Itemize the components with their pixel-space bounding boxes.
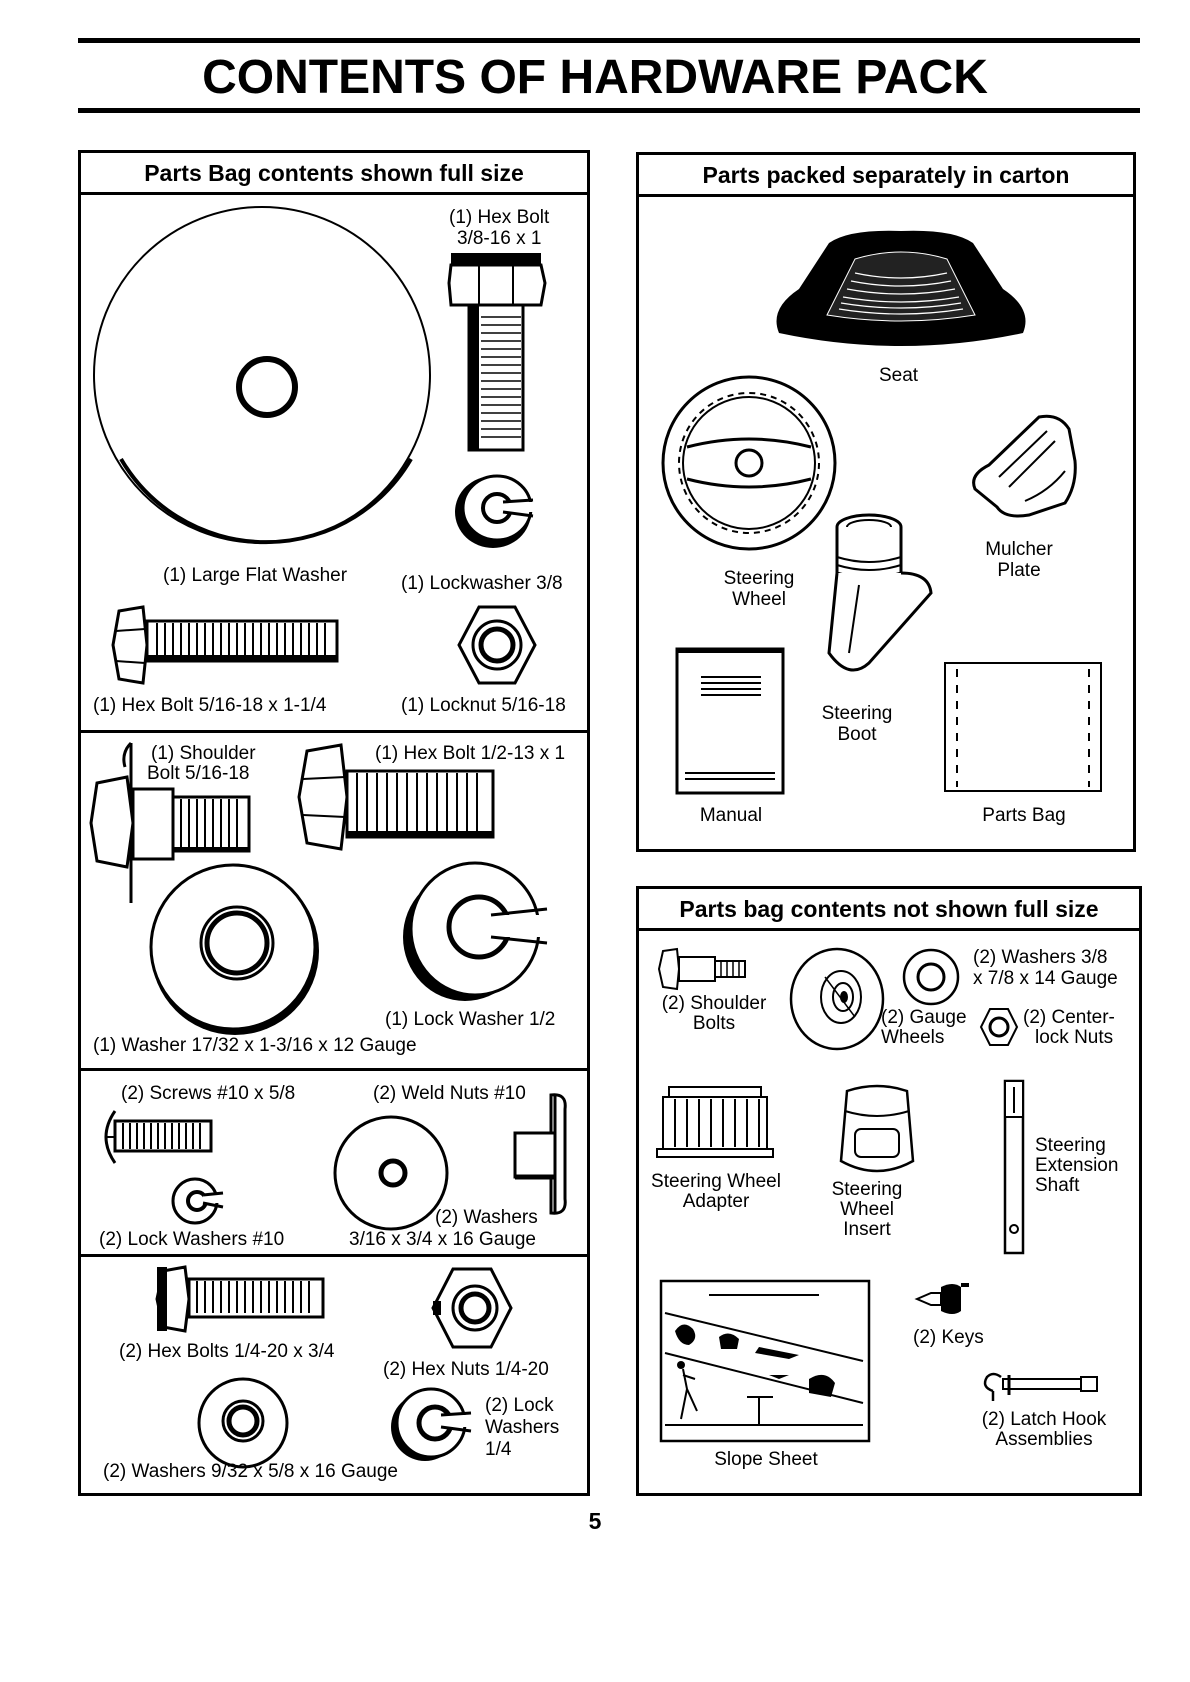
label-latch-hook-line-2: Assemblies — [995, 1429, 1093, 1450]
label-lock-washers-1-4-line-3: 1/4 — [485, 1439, 512, 1460]
label-lock-washers-10: (2) Lock Washers #10 — [99, 1229, 285, 1250]
hex-bolt-3-8-illustration — [449, 253, 549, 453]
panel-carton: Parts packed separately in carton Seat S… — [636, 152, 1136, 852]
label-lock-washers-1-4-line-1: (2) Lock — [485, 1395, 554, 1416]
label-ext-shaft-line-3: Shaft — [1035, 1175, 1080, 1196]
lockwasher-3-8-illustration — [455, 470, 541, 548]
label-center-lock-nuts-line-1: (2) Center- — [1023, 1007, 1115, 1028]
label-sw-insert-line-1: Steering — [831, 1179, 903, 1200]
label-lock-washer-1-2: (1) Lock Washer 1/2 — [385, 1009, 556, 1030]
label-washers-3-8-line-1: (2) Washers 3/8 — [973, 947, 1108, 968]
top-rule-thick — [78, 38, 1140, 43]
label-shoulder-bolts-line-1: (2) Shoulder — [661, 993, 767, 1014]
label-washers-3-16-line-1: (2) Washers — [435, 1207, 538, 1228]
label-washers-3-8-line-2: x 7/8 x 14 Gauge — [973, 968, 1118, 989]
hex-bolt-1-4-illustration — [157, 1267, 327, 1331]
label-hex-bolt-3-8: (1) Hex Bolt — [449, 207, 550, 228]
label-seat: Seat — [879, 365, 919, 386]
label-hex-bolt-3-8-size: 3/8-16 x 1 — [457, 228, 542, 249]
label-latch-hook-line-1: (2) Latch Hook — [981, 1409, 1107, 1430]
label-hex-bolts-1-4: (2) Hex Bolts 1/4-20 x 3/4 — [119, 1341, 335, 1362]
label-lock-washers-1-4-line-2: Washers — [485, 1417, 560, 1438]
label-shoulder-bolts-line-2: Bolts — [692, 1013, 736, 1034]
label-steering-boot-line-2: Boot — [837, 724, 877, 745]
page-number: 5 — [588, 1508, 602, 1534]
washer-3-8-small-illustration — [901, 947, 961, 1007]
page-title: CONTENTS OF HARDWARE PACK — [202, 51, 988, 104]
slope-sheet-illustration — [659, 1279, 873, 1445]
panel-full-size: Parts Bag contents shown full size (1) H… — [78, 150, 590, 1496]
label-hex-nuts-1-4: (2) Hex Nuts 1/4-20 — [383, 1359, 549, 1380]
locknut-5-16-illustration — [457, 605, 537, 685]
label-gauge-wheels-line-2: Wheels — [881, 1027, 945, 1048]
gauge-wheel-illustration — [789, 943, 889, 1053]
label-screws-10: (2) Screws #10 x 5/8 — [121, 1083, 296, 1104]
washer-9-32-illustration — [195, 1375, 295, 1469]
washer-3-16-illustration — [333, 1115, 453, 1231]
steering-wheel-adapter-illustration — [655, 1085, 775, 1165]
steering-extension-shaft-illustration — [1001, 1079, 1027, 1255]
label-weld-nuts-10: (2) Weld Nuts #10 — [373, 1083, 526, 1104]
panel-carton-heading: Parts packed separately in carton — [639, 155, 1133, 197]
label-lockwasher-3-8: (1) Lockwasher 3/8 — [401, 573, 563, 594]
label-center-lock-nuts-line-2: lock Nuts — [1035, 1027, 1114, 1048]
seat-illustration — [776, 230, 1026, 346]
label-large-flat-washer: (1) Large Flat Washer — [163, 565, 348, 586]
label-hex-bolt-5-16: (1) Hex Bolt 5/16-18 x 1-1/4 — [93, 695, 327, 716]
hex-bolt-1-2-illustration — [297, 745, 497, 855]
label-sw-adapter-line-2: Adapter — [682, 1191, 750, 1212]
panel-not-full-size: Parts bag contents not shown full size (… — [636, 886, 1142, 1496]
label-ext-shaft-line-2: Extension — [1035, 1155, 1119, 1176]
label-gauge-wheels-line-1: (2) Gauge — [881, 1007, 967, 1028]
label-washers-3-16-line-2: 3/16 x 3/4 x 16 Gauge — [349, 1229, 536, 1250]
panel-not-full-size-heading: Parts bag contents not shown full size — [639, 889, 1139, 931]
label-sw-insert-line-2: Wheel — [840, 1199, 894, 1220]
label-mulcher-plate-line-2: Plate — [997, 560, 1041, 581]
latch-hook-illustration — [979, 1367, 1099, 1407]
parts-bag-illustration — [943, 661, 1105, 795]
shoulder-bolt-small-illustration — [659, 949, 749, 989]
lock-washer-10-illustration — [169, 1175, 229, 1227]
label-shoulder-bolt-line-1: (1) Shoulder — [151, 743, 256, 764]
hex-bolt-5-16-illustration — [113, 607, 343, 683]
label-locknut-5-16: (1) Locknut 5/16-18 — [401, 695, 566, 716]
screw-10-illustration — [95, 1107, 215, 1167]
key-icon — [915, 1283, 969, 1314]
center-lock-nut-illustration — [979, 1007, 1019, 1047]
manual-illustration — [675, 647, 787, 797]
label-keys: (2) Keys — [913, 1327, 984, 1348]
label-washer-17-32: (1) Washer 17/32 x 1-3/16 x 12 Gauge — [93, 1035, 417, 1056]
full-size-section-3: (2) Screws #10 x 5/8 (2) Weld Nuts #10 — [81, 1068, 587, 1254]
label-slope-sheet: Slope Sheet — [714, 1449, 818, 1470]
label-washers-9-32: (2) Washers 9/32 x 5/8 x 16 Gauge — [103, 1461, 399, 1482]
large-flat-washer-illustration — [91, 209, 431, 555]
label-hex-bolt-1-2: (1) Hex Bolt 1/2-13 x 1 — [375, 743, 566, 764]
weld-nut-10-illustration — [511, 1089, 571, 1219]
steering-wheel-insert-illustration — [837, 1081, 917, 1181]
title-rule-bottom — [78, 108, 1140, 113]
mulcher-plate-illustration — [969, 411, 1079, 521]
label-mulcher-plate-line-1: Mulcher — [985, 539, 1053, 560]
label-sw-adapter-line-1: Steering Wheel — [651, 1171, 781, 1192]
label-parts-bag: Parts Bag — [982, 805, 1066, 826]
panel-full-size-heading: Parts Bag contents shown full size — [81, 153, 587, 195]
lock-washer-1-4-illustration — [391, 1385, 477, 1461]
label-steering-boot-line-1: Steering — [821, 703, 893, 724]
steering-wheel-illustration — [659, 373, 839, 553]
steering-boot-illustration — [819, 513, 939, 683]
full-size-section-1: (1) Hex Bolt 3/8-16 x 1 — [81, 195, 587, 730]
label-steering-wheel-line-1: Steering — [723, 568, 795, 589]
lock-washer-1-2-illustration — [403, 857, 549, 1001]
label-sw-insert-line-3: Insert — [843, 1219, 891, 1240]
label-shoulder-bolt-line-2: Bolt 5/16-18 — [147, 763, 250, 784]
label-ext-shaft-line-1: Steering — [1035, 1135, 1106, 1156]
shoulder-bolt-illustration — [91, 743, 261, 903]
label-steering-wheel-line-2: Wheel — [732, 589, 786, 610]
hex-nut-1-4-illustration — [431, 1267, 513, 1349]
full-size-section-2: (1) Shoulder Bolt 5/16-18 (1) Hex Bolt 1… — [81, 730, 587, 1068]
washer-17-32-illustration — [147, 863, 319, 1035]
full-size-section-4: (2) Hex Bolts 1/4-20 x 3/4 (2) Hex Nuts … — [81, 1254, 587, 1493]
label-manual: Manual — [699, 805, 763, 826]
